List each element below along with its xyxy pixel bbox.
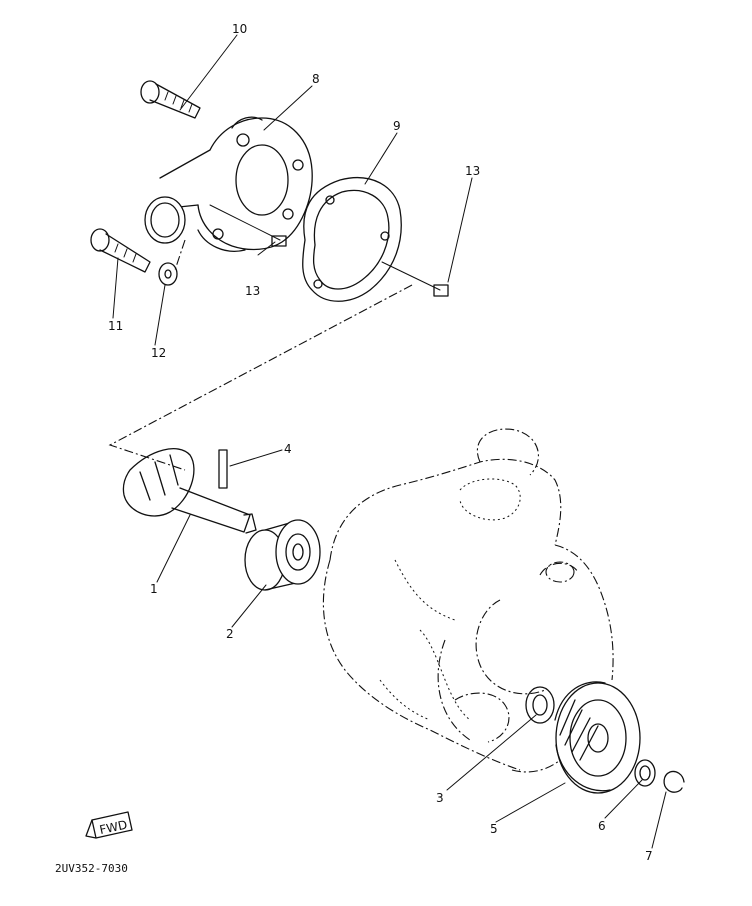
callout-labels: 10 8 9 13 13 11 12 4 1 2 3 5 6 7 — [108, 22, 653, 863]
callout-13-right: 13 — [465, 164, 480, 178]
callout-10: 10 — [232, 22, 247, 36]
callout-1: 1 — [150, 582, 158, 596]
callout-5: 5 — [490, 822, 498, 836]
washer-6 — [634, 759, 656, 787]
callout-11: 11 — [108, 319, 123, 333]
callout-2: 2 — [226, 627, 234, 641]
circlip-7 — [663, 770, 685, 793]
callout-12: 12 — [151, 346, 166, 360]
callout-8: 8 — [312, 72, 320, 86]
callout-7: 7 — [645, 849, 653, 863]
bearing-2 — [244, 519, 321, 591]
leader-lines — [112, 34, 667, 849]
dowel-pin-13a — [271, 235, 287, 247]
impeller-gear-5 — [554, 681, 641, 794]
fwd-arrow-icon: FWD — [85, 811, 133, 839]
callout-4: 4 — [284, 442, 292, 456]
gasket-9 — [302, 176, 402, 302]
impeller-shaft-1 — [122, 448, 257, 534]
drawing-code: 2UV352-7030 — [55, 862, 128, 875]
pin-4 — [218, 449, 228, 489]
dowel-pin-13b — [433, 284, 449, 297]
oil-seal-3 — [525, 686, 555, 724]
callout-3: 3 — [436, 791, 444, 805]
washer-12 — [158, 262, 178, 286]
callout-13-left: 13 — [245, 284, 260, 298]
callout-6: 6 — [598, 819, 606, 833]
fwd-label: FWD — [98, 818, 128, 838]
callout-9: 9 — [393, 119, 401, 133]
assembly-lines — [108, 204, 441, 471]
water-pump-housing — [144, 116, 313, 252]
engine-case-outline — [322, 428, 614, 773]
bolt-11 — [90, 228, 151, 273]
bolt-10 — [140, 80, 201, 119]
